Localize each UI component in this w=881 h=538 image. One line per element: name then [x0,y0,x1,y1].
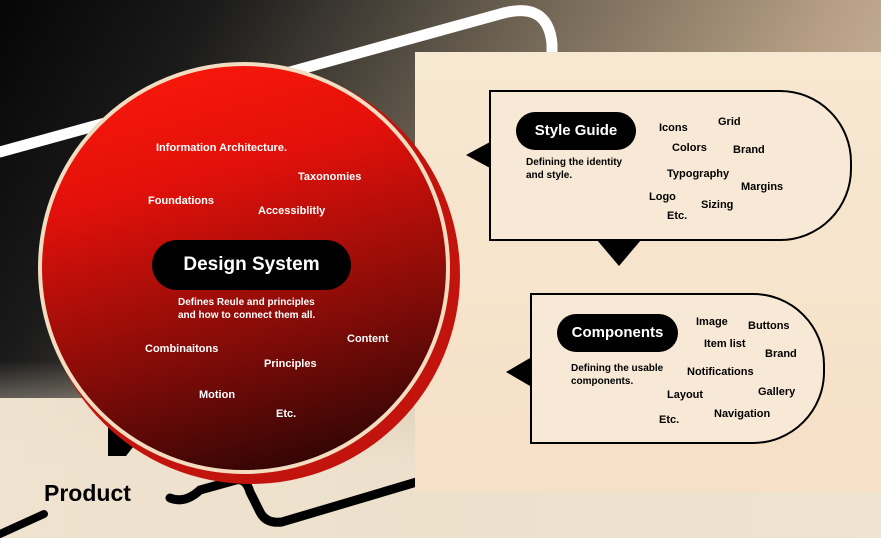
cp-tag-image: Image [696,316,728,328]
cp-tag-notifications: Notifications [687,366,754,378]
sg-tag-typography: Typography [667,168,730,180]
design-system-title: Design System [152,240,351,290]
cp-tag-gallery: Gallery [758,386,796,398]
cp-tag-etc: Etc. [659,414,680,426]
sg-tag-colors: Colors [672,142,707,154]
sg-tag-brand: Brand [733,144,765,156]
ds-desc-line2: and how to connect them all. [178,310,316,321]
ds-tag-information-architecture: Information Architecture. [156,142,287,154]
sg-tag-grid: Grid [718,116,741,128]
cp-tag-item-list: Item list [704,338,746,350]
ds-tag-etc: Etc. [276,408,297,420]
components-tail-left [506,358,530,386]
ds-tag-motion: Motion [199,389,236,401]
ds-desc-line1: Defines Reule and principles [178,297,315,308]
ds-tag-accessibility: Accessiblitly [258,205,326,217]
sg-tag-margins: Margins [741,181,784,193]
sg-tag-etc: Etc. [667,210,688,222]
ds-tag-content: Content [347,333,389,345]
sg-tag-sizing: Sizing [701,199,734,211]
cp-tag-buttons: Buttons [748,320,790,332]
cp-tag-layout: Layout [667,389,704,401]
product-label: Product [44,480,131,506]
style-guide-tail-down [597,240,641,266]
components-title: Components [557,314,678,352]
ds-tag-foundations: Foundations [148,195,214,207]
components-description: Defining the usable components. [571,362,663,388]
ds-tag-principles: Principles [264,358,317,370]
sg-desc-line1: Defining the identity [526,157,623,168]
style-guide-title: Style Guide [516,112,636,150]
ds-tag-taxonomies: Taxonomies [298,171,362,183]
style-guide-description: Defining the identity and style. [526,156,622,182]
cp-tag-navigation: Navigation [714,408,771,420]
design-system-description: Defines Reule and principles and how to … [178,296,315,322]
sg-tag-icons: Icons [659,122,688,134]
sg-desc-line2: and style. [526,170,573,181]
cp-desc-line1: Defining the usable [571,363,664,374]
cp-desc-line2: components. [571,376,634,387]
sg-tag-logo: Logo [649,191,676,203]
style-guide-tail-left [466,142,490,168]
ds-tag-combinations: Combinaitons [145,343,219,355]
cp-tag-brand: Brand [765,348,797,360]
